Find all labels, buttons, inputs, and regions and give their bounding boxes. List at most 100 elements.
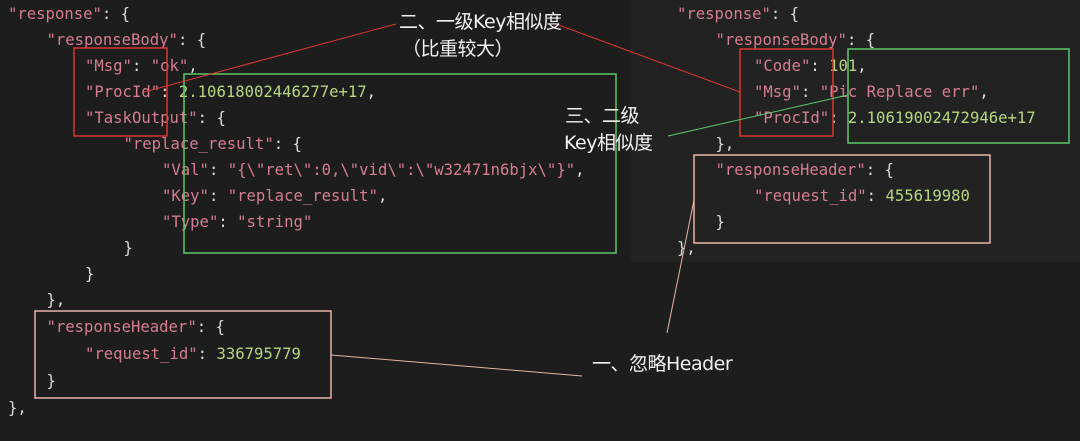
json-punctuation: :	[800, 83, 820, 101]
json-key: "responseBody"	[46, 31, 178, 49]
json-number: 2.10619002472946e+17	[847, 109, 1036, 127]
json-key: "responseHeader"	[46, 318, 197, 336]
json-punctuation: :	[197, 345, 217, 363]
json-key: "Code"	[754, 57, 811, 75]
code-line: },	[47, 287, 66, 313]
json-punctuation: :	[810, 57, 830, 75]
json-punctuation: : {	[196, 318, 225, 336]
json-key: "response"	[677, 5, 771, 23]
json-key: "request_id"	[85, 345, 198, 363]
code-line: "response": {	[8, 1, 130, 27]
code-line: },	[677, 235, 696, 261]
code-line: "ProcId": 2.10618002446277e+17,	[85, 79, 376, 105]
json-key: "replace_result"	[123, 135, 274, 153]
ignore-header-label: 一、忽略Header	[592, 353, 733, 375]
json-key: "response"	[8, 5, 102, 23]
second-level-key-label: 三、二级	[565, 105, 640, 127]
json-punctuation: }	[123, 239, 133, 257]
left-second-level-key-box	[183, 73, 617, 254]
json-key: "ProcId"	[85, 83, 161, 101]
code-line: "responseHeader": {	[716, 157, 894, 183]
json-string: "ok"	[150, 57, 189, 75]
code-line: }	[85, 261, 94, 287]
json-key: "Msg"	[85, 57, 132, 75]
code-line: }	[47, 368, 56, 394]
code-line: "ProcId": 2.10619002472946e+17	[754, 105, 1036, 131]
json-string: "string"	[237, 213, 313, 231]
json-key: "TaskOutput"	[85, 109, 198, 127]
connector-line	[667, 94, 849, 137]
right-second-level-key-box	[847, 48, 1070, 144]
right-first-level-key-box	[739, 48, 834, 137]
json-punctuation: : {	[101, 5, 131, 23]
json-key: "responseBody"	[715, 31, 847, 49]
json-punctuation: },	[46, 291, 66, 309]
code-line: }	[124, 235, 133, 261]
json-punctuation: :	[160, 83, 179, 101]
json-punctuation: :	[208, 187, 228, 205]
json-number: 336795779	[216, 345, 301, 363]
json-string: "{\"ret\":0,\"vid\":\"w32471n6bjx\"}"	[227, 161, 576, 179]
code-line: },	[8, 395, 27, 421]
json-punctuation: }	[46, 372, 56, 390]
json-punctuation: ,	[575, 161, 585, 179]
left-first-level-key-box	[73, 47, 168, 137]
code-line: "responseHeader": {	[47, 314, 225, 340]
json-punctuation: : {	[197, 109, 226, 127]
json-punctuation: : {	[177, 31, 207, 49]
code-line: "Msg": "ok",	[85, 53, 198, 79]
json-key: "Val"	[162, 161, 209, 179]
left-header-box	[34, 310, 332, 399]
json-punctuation: : {	[846, 31, 876, 49]
json-number: 101	[829, 57, 858, 75]
json-punctuation: : {	[865, 161, 894, 179]
right-code-panel	[630, 0, 1080, 262]
json-key: "ProcId"	[754, 109, 830, 127]
connector-line	[555, 23, 741, 93]
code-line: }	[716, 209, 725, 235]
code-line: "response": {	[677, 1, 799, 27]
right-header-box	[693, 154, 991, 244]
json-punctuation: ,	[857, 57, 867, 75]
json-punctuation: :	[218, 213, 238, 231]
json-number: 2.10618002446277e+17	[178, 83, 367, 101]
json-punctuation: :	[131, 57, 151, 75]
second-level-key-sub-label: Key相似度	[564, 132, 653, 154]
code-line: "request_id": 336795779	[85, 341, 301, 367]
json-key: "Key"	[162, 187, 209, 205]
code-line: "responseBody": {	[716, 27, 876, 53]
first-level-key-label: 二、一级Key相似度	[399, 11, 562, 33]
json-punctuation: :	[208, 161, 228, 179]
json-punctuation: ,	[366, 83, 377, 101]
first-level-weight-label: （比重较大）	[402, 38, 514, 60]
connector-line	[666, 199, 695, 334]
code-line: "replace_result": {	[124, 131, 302, 157]
json-punctuation: ,	[188, 57, 198, 75]
connector-line	[143, 23, 397, 93]
json-punctuation: ,	[979, 83, 989, 101]
code-line: "Type": "string"	[162, 209, 312, 235]
json-punctuation: :	[829, 109, 848, 127]
code-line: "responseBody": {	[47, 27, 207, 53]
json-number: 455619980	[885, 187, 970, 205]
json-punctuation: },	[677, 239, 696, 257]
json-key: "responseHeader"	[715, 161, 866, 179]
json-punctuation: },	[715, 135, 735, 153]
json-punctuation: }	[715, 213, 725, 231]
json-key: "Type"	[162, 213, 219, 231]
json-string: "replace_result"	[227, 187, 378, 205]
connector-line	[330, 354, 583, 377]
json-key: "request_id"	[754, 187, 867, 205]
code-line: "Val": "{\"ret\":0,\"vid\":\"w32471n6bjx…	[162, 157, 585, 183]
json-punctuation: }	[85, 265, 95, 283]
code-line: "request_id": 455619980	[754, 183, 970, 209]
json-punctuation: : {	[273, 135, 302, 153]
code-line: "TaskOutput": {	[85, 105, 226, 131]
code-line: },	[716, 131, 735, 157]
code-line: "Code": 101,	[754, 53, 867, 79]
json-punctuation: ,	[377, 187, 388, 205]
json-key: "Msg"	[754, 83, 801, 101]
json-punctuation: :	[866, 187, 886, 205]
json-punctuation: },	[8, 399, 27, 417]
